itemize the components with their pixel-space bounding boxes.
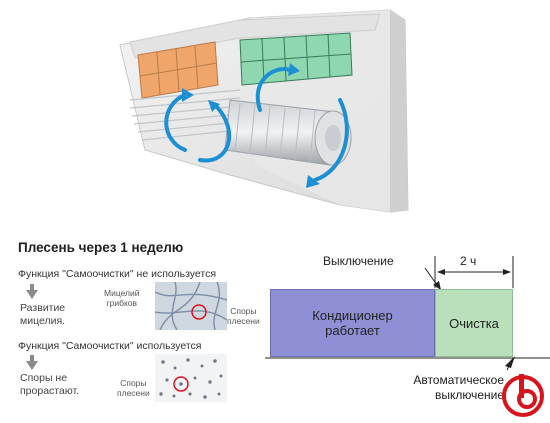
self-clean-on-result: Споры не прорастают. — [20, 372, 79, 398]
airflow-arrows-icon — [164, 67, 349, 182]
self-clean-off-result: Развитие мицелия. — [20, 302, 65, 328]
air-conditioner-illustration — [90, 0, 420, 225]
block-line: работает — [325, 323, 380, 338]
auto-off-line: Автоматическое — [413, 373, 504, 387]
auto-off-line: выключение — [434, 388, 504, 402]
result-line: Развитие — [20, 302, 66, 314]
result-line: Споры не — [20, 372, 68, 384]
arrow-down-icon — [26, 361, 38, 370]
block-line: Кондиционер — [312, 308, 393, 323]
arrow-down-icon — [30, 284, 34, 290]
auto-off-label: Автоматическое выключение — [364, 373, 504, 403]
orange-filter-icon — [137, 41, 219, 99]
mold-comparison-panel: Плесень через 1 неделю Функция "Самоочис… — [0, 230, 265, 422]
self-clean-off-title: Функция "Самоочистки" не используется — [18, 268, 217, 280]
timeline-lines — [265, 256, 550, 371]
green-filter-icon — [239, 32, 353, 86]
self-clean-on-title: Функция "Самоочистки" используется — [18, 340, 202, 352]
arrow-down-icon — [30, 355, 34, 361]
mycelium-micrograph — [155, 282, 227, 330]
mold-heading: Плесень через 1 неделю — [18, 240, 184, 255]
result-line: прорастают. — [20, 385, 80, 397]
ac-running-block: Кондиционер работает — [270, 289, 435, 357]
spores-micrograph — [155, 354, 227, 402]
shutdown-label: Выключение — [323, 254, 394, 268]
brand-logo-icon — [500, 372, 546, 418]
cleaning-block: Очистка — [435, 289, 513, 357]
self-clean-timeline: Выключение 2 ч Кондиционер работает Очис… — [265, 240, 550, 422]
arrow-down-icon — [26, 290, 38, 299]
duration-label: 2 ч — [460, 254, 477, 268]
result-line: мицелия. — [20, 315, 66, 327]
